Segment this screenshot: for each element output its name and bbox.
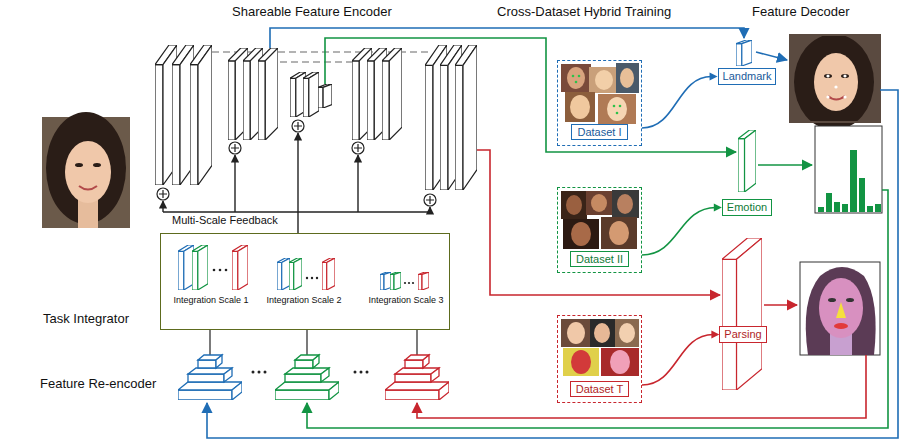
section-label: Multi-Scale Feedback [172, 214, 278, 227]
decoder-wire [270, 28, 812, 305]
section-heading: Task Integrator [43, 312, 129, 327]
input-face [42, 112, 130, 228]
re-encoder-wire [207, 90, 898, 438]
integrator-box: Task IntegratorIntegration Scale 1Integr… [160, 233, 450, 330]
scale-label: Integration Scale 1 [173, 295, 248, 305]
section-label: Shareable Feature Encoder [232, 5, 392, 20]
scale-label: Integration Scale 2 [266, 295, 341, 305]
dataset-box: Dataset T [557, 315, 642, 403]
connector [642, 331, 719, 386]
section-label: Feature Re-encoder [40, 377, 156, 392]
feedback-wire [163, 133, 430, 233]
landmark-output [790, 34, 880, 130]
dataset-label: Dataset II [570, 251, 629, 267]
dataset-box: Dataset II [557, 187, 642, 273]
section-label: Cross-Dataset Hybrid Training [497, 5, 671, 20]
decoder-tag: Landmark [718, 68, 777, 85]
emotion-histogram [815, 126, 882, 213]
sum-node [157, 120, 436, 206]
integration-blocks [178, 245, 429, 290]
dataset-photos [561, 63, 639, 376]
decoder-label: Parsing [724, 328, 761, 341]
dataset-box: Dataset I [557, 60, 642, 146]
dataset-label: Dataset I [571, 124, 627, 140]
encoder-layers [155, 45, 477, 190]
scale-label: Integration Scale 3 [368, 295, 443, 305]
parsing-output [800, 262, 880, 355]
section-label: Feature Decoder [752, 5, 850, 20]
re-encoder-pyramids [178, 330, 449, 400]
connector [642, 73, 718, 129]
dataset-label: Dataset T [570, 381, 630, 397]
decoder-label: Emotion [727, 201, 767, 214]
decoder-tag: Emotion [722, 199, 772, 216]
decoder-label: Landmark [723, 70, 772, 83]
decoder-tag: Parsing [719, 326, 766, 343]
connector [642, 204, 722, 256]
